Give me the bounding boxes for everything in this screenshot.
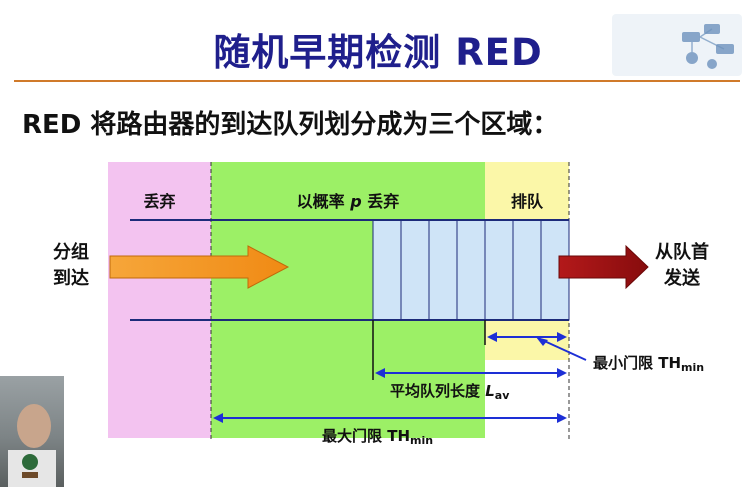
slide-title: 随机早期检测 RED [213, 31, 543, 74]
slide-subtitle: RED 将路由器的到达队列划分成为三个区域： [22, 110, 559, 140]
avg-queue-label: 平均队列长度 Lav [390, 382, 510, 402]
max-threshold-label: 最大门限 THmin [322, 427, 434, 447]
network-logo-icon [612, 14, 742, 76]
send-arrow-icon [558, 244, 649, 290]
queue-buffer-cells [372, 219, 570, 321]
min-threshold-label: 最小门限 THmin [593, 354, 705, 374]
min-threshold-pointer [539, 338, 587, 361]
presenter-video-icon [8, 404, 56, 487]
arrive-label: 分组 到达 [53, 242, 89, 289]
drop-region-label: 丢弃 [143, 192, 176, 211]
queue-region-label: 排队 [510, 192, 543, 211]
send-label: 从队首 发送 [655, 242, 709, 289]
probabilistic-drop-region-label: 以概率 p 丢弃 [296, 192, 400, 211]
arrive-arrow-icon [109, 245, 290, 289]
drop-region [108, 162, 211, 438]
title-divider [14, 80, 740, 82]
webcam-overlay [0, 376, 64, 487]
